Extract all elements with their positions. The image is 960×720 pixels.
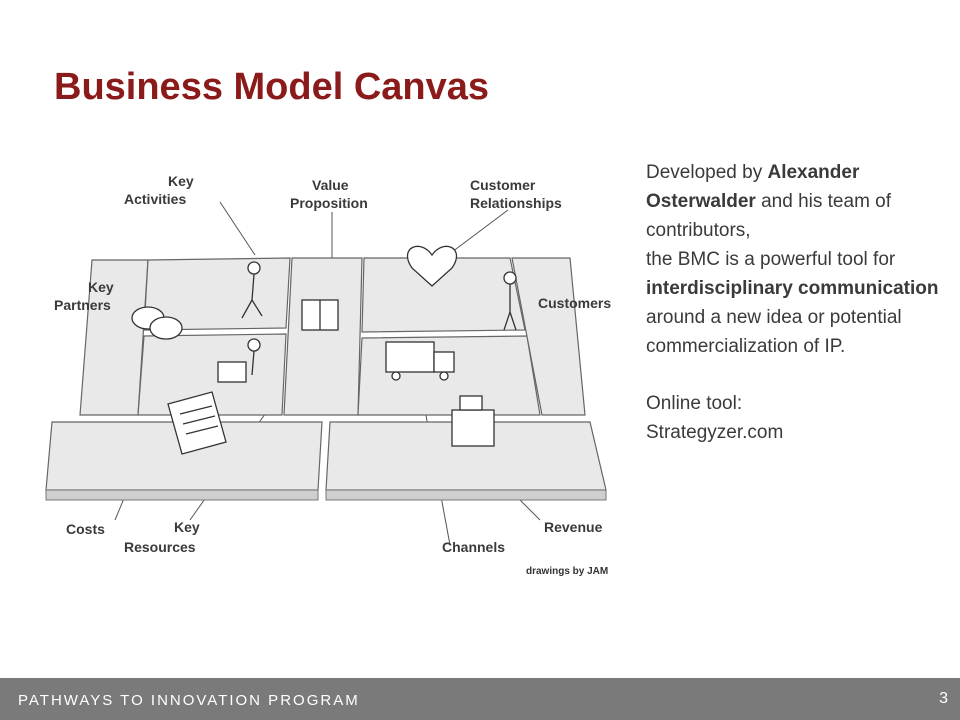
desc-l2-pre: the BMC is a powerful tool for: [646, 249, 896, 270]
desc-emphasis: interdisciplinary communication: [646, 278, 939, 299]
label-key-activities-l2: Activities: [124, 191, 186, 207]
label-revenue: Revenue: [544, 519, 603, 535]
label-key-resources-l2: Resources: [124, 539, 196, 555]
chain-ring-icon-2: [149, 316, 183, 340]
desc-author-name: Alexander Osterwalder: [646, 162, 860, 212]
block-channels: [357, 335, 541, 416]
slide-title: Business Model Canvas: [54, 66, 490, 108]
document-icon: [167, 391, 227, 455]
cash-register-icon: [451, 409, 495, 447]
online-tool-link: Strategyzer.com: [646, 422, 784, 443]
cart-icon: [217, 361, 247, 383]
illustrations: [131, 245, 517, 455]
heart-icon: [406, 245, 458, 287]
resources-worker-icon: [247, 338, 261, 352]
illustration-credit: drawings by JAM: [526, 566, 608, 577]
customer-figure-icon: [503, 271, 517, 285]
description-paragraph-2: the BMC is a powerful tool for interdisc…: [646, 245, 946, 361]
label-key-partners-l1: Key: [88, 279, 114, 295]
label-value-proposition-l2: Proposition: [290, 195, 368, 211]
label-key-partners-l2: Partners: [54, 297, 111, 313]
desc-l2-post: around a new idea or potential commercia…: [646, 307, 902, 357]
block-customers: [511, 257, 586, 416]
label-channels: Channels: [442, 539, 505, 555]
label-key-resources-l1: Key: [174, 519, 200, 535]
label-customers: Customers: [538, 295, 611, 311]
truck-icon: [385, 341, 435, 373]
label-customer-relationships-l2: Relationships: [470, 195, 562, 211]
footer-bar: PATHWAYS TO INNOVATION PROGRAM 3: [0, 678, 960, 720]
description-paragraph-1: Developed by Alexander Osterwalder and h…: [646, 158, 946, 245]
desc-l1-pre: Developed by: [646, 162, 768, 183]
block-key-resources: [137, 333, 287, 416]
board-edges: [45, 489, 607, 501]
online-tool-label: Online tool:: [646, 393, 743, 414]
canvas-illustration: Key Activities Value Proposition Custome…: [45, 173, 611, 577]
label-costs: Costs: [66, 521, 105, 537]
canvas-board: [45, 257, 607, 491]
worker-head-icon: [247, 261, 261, 275]
description-text: Developed by Alexander Osterwalder and h…: [646, 158, 946, 447]
label-key-activities-l1: Key: [168, 173, 194, 189]
desc-l1-post: and his team of contributors,: [646, 191, 892, 241]
page-number: 3: [939, 690, 948, 707]
label-customer-relationships-l1: Customer: [470, 177, 536, 193]
block-value-proposition: [283, 257, 363, 416]
block-customer-relationships: [361, 257, 526, 333]
footer-program-name: PATHWAYS TO INNOVATION PROGRAM: [18, 692, 360, 709]
business-model-canvas-diagram: Key Activities Value Proposition Custome…: [40, 160, 630, 590]
label-value-proposition-l1: Value: [312, 177, 349, 193]
